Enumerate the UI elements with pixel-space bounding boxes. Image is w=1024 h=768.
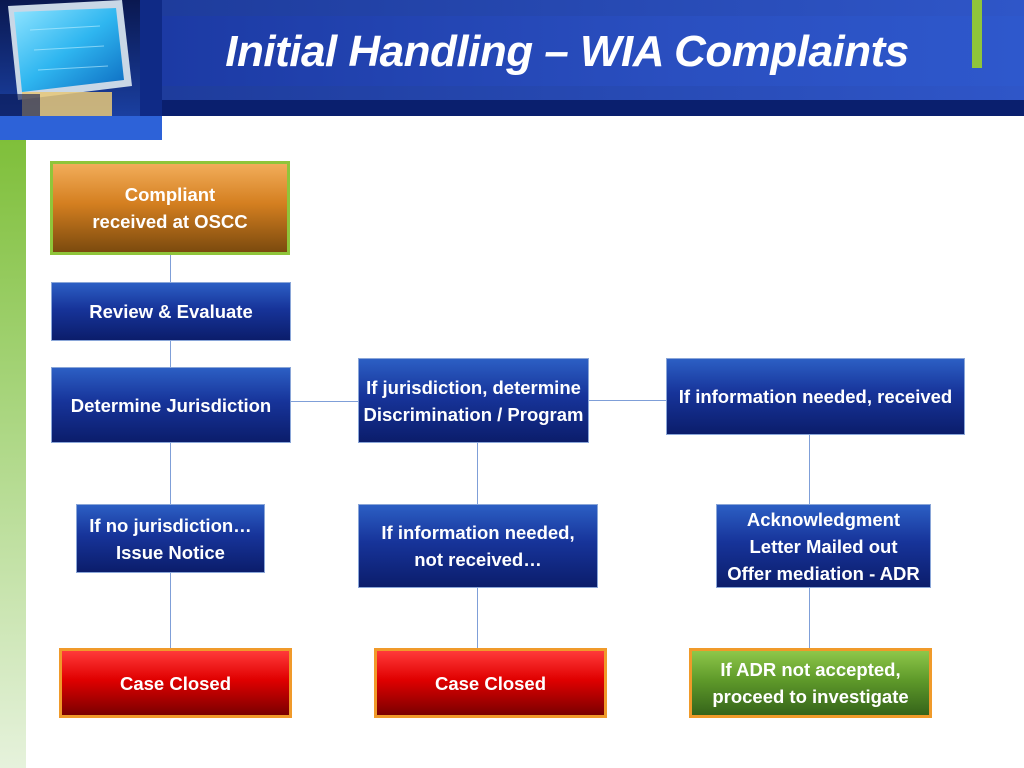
node-adr-not-accepted: If ADR not accepted, proceed to investig…	[689, 648, 932, 718]
connector	[170, 573, 171, 648]
computer-monitor-icon	[0, 0, 140, 116]
node-case-closed-2: Case Closed	[374, 648, 607, 718]
node-acknowledgment: Acknowledgment Letter Mailed out Offer m…	[716, 504, 931, 588]
node-complaint-received: Compliant received at OSCC	[50, 161, 290, 255]
header-image-divider	[140, 0, 162, 116]
connector	[477, 588, 478, 648]
node-case-closed-1: Case Closed	[59, 648, 292, 718]
node-if-jurisdiction: If jurisdiction, determine Discriminatio…	[358, 358, 589, 443]
header-stripe-bottom	[162, 86, 1024, 100]
connector	[170, 443, 171, 504]
node-info-not-received: If information needed, not received…	[358, 504, 598, 588]
computer-monitor-graphic	[0, 0, 140, 116]
connector	[170, 341, 171, 367]
header-stripe-top	[162, 0, 1024, 16]
connector	[809, 435, 810, 504]
header-bottom-band	[162, 100, 1024, 116]
page-title: Initial Handling – WIA Complaints	[225, 27, 909, 76]
node-determine-jurisdiction: Determine Jurisdiction	[51, 367, 291, 443]
connector	[809, 588, 810, 648]
connector	[290, 401, 358, 402]
header-band	[162, 16, 1024, 86]
node-info-received: If information needed, received	[666, 358, 965, 435]
connector	[477, 443, 478, 504]
left-accent-bar	[0, 140, 26, 768]
connector	[170, 254, 171, 282]
node-no-jurisdiction: If no jurisdiction… Issue Notice	[76, 504, 265, 573]
header-image-strip	[0, 116, 162, 140]
node-review-evaluate: Review & Evaluate	[51, 282, 291, 341]
header-green-accent	[972, 0, 982, 68]
connector	[588, 400, 666, 401]
